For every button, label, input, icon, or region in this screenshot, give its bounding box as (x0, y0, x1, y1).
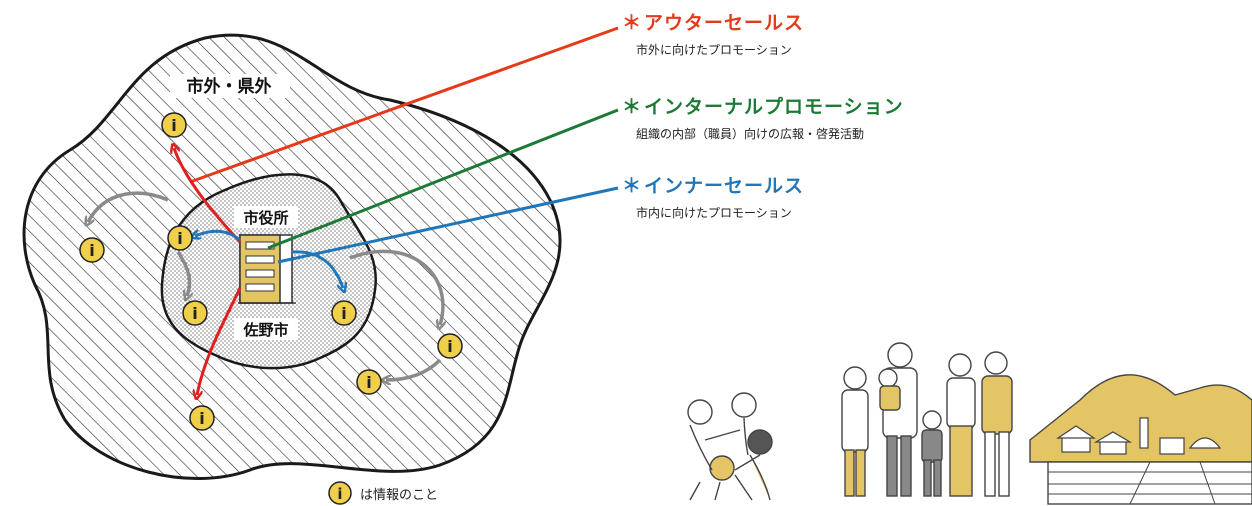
info-icon (161, 112, 187, 138)
footnote: i は情報のこと (328, 481, 438, 505)
info-icon (189, 405, 215, 431)
asterisk-icon: ＊ (622, 96, 643, 118)
blue-arrow-left (195, 231, 241, 242)
legend-inner-sales: ＊インナーセールス 市内に向けたプロモーション (622, 171, 804, 221)
legend-outer-sales: ＊アウターセールス 市外に向けたプロモーション (622, 8, 804, 58)
city-hall-label: 市役所 (243, 209, 288, 227)
outer-region-label: 市外・県外 (187, 76, 272, 97)
info-icon (331, 300, 357, 326)
gray-arrow-4 (386, 358, 442, 380)
family-icon (841, 342, 1013, 497)
info-icon (167, 225, 193, 251)
legend-inner-sales-title: ＊インナーセールス (622, 175, 805, 197)
legend-internal-promotion: ＊インターナルプロモーション 組織の内部（職員）向けの広報・啓発活動 (622, 92, 904, 142)
gray-arrow-1 (88, 191, 169, 222)
children-icon (687, 392, 773, 501)
city-label: 佐野市 (242, 321, 288, 339)
info-icon (79, 237, 105, 263)
building-icon (238, 234, 296, 304)
blue-arrow-right (291, 250, 343, 288)
asterisk-icon: ＊ (622, 175, 643, 197)
outer-sales-line (189, 26, 619, 184)
gray-arrow-2 (176, 251, 190, 296)
red-arrow-down (197, 287, 242, 395)
footnote-info-symbol: i (337, 485, 342, 503)
info-icon (182, 300, 208, 326)
legend-internal-promotion-title: ＊インターナルプロモーション (622, 96, 904, 118)
internal-promotion-line (267, 108, 619, 250)
info-icon (356, 369, 382, 395)
footnote-text: は情報のこと (360, 488, 438, 503)
landscape-icon (1029, 374, 1252, 505)
asterisk-icon: ＊ (622, 12, 643, 34)
info-icon (437, 333, 463, 359)
legend-inner-sales-subtitle: 市内に向けたプロモーション (636, 206, 792, 220)
legend-outer-sales-title: ＊アウターセールス (622, 12, 805, 34)
legend-internal-promotion-subtitle: 組織の内部（職員）向けの広報・啓発活動 (636, 127, 865, 141)
red-arrow-up (174, 148, 242, 244)
gray-arrow-3 (349, 249, 443, 325)
inner-sales-line (277, 186, 619, 264)
legend-outer-sales-subtitle: 市外に向けたプロモーション (636, 43, 792, 57)
